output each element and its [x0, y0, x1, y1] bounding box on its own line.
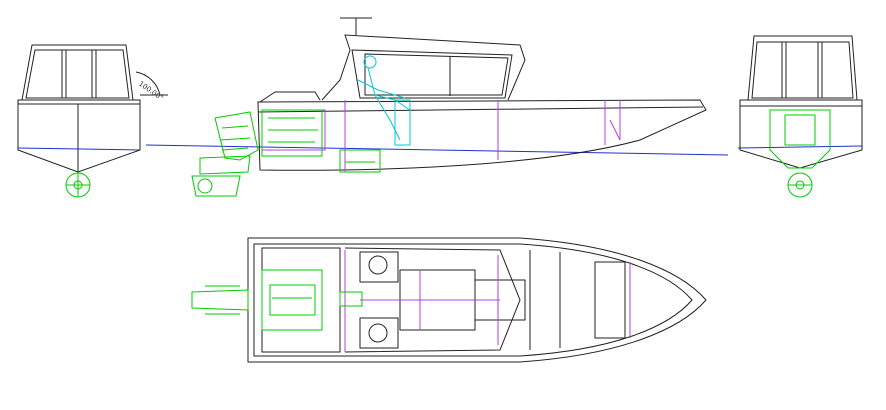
rear-view: [739, 35, 863, 198]
angle-dimension-label: 100.00°: [137, 80, 165, 103]
side-view: [257, 17, 707, 173]
front-view: 100.00°: [17, 44, 168, 198]
top-view: [191, 237, 707, 363]
waterline: [17, 144, 863, 156]
helm-seat-figure: [357, 55, 411, 146]
outboard-engine-side: [191, 111, 259, 197]
